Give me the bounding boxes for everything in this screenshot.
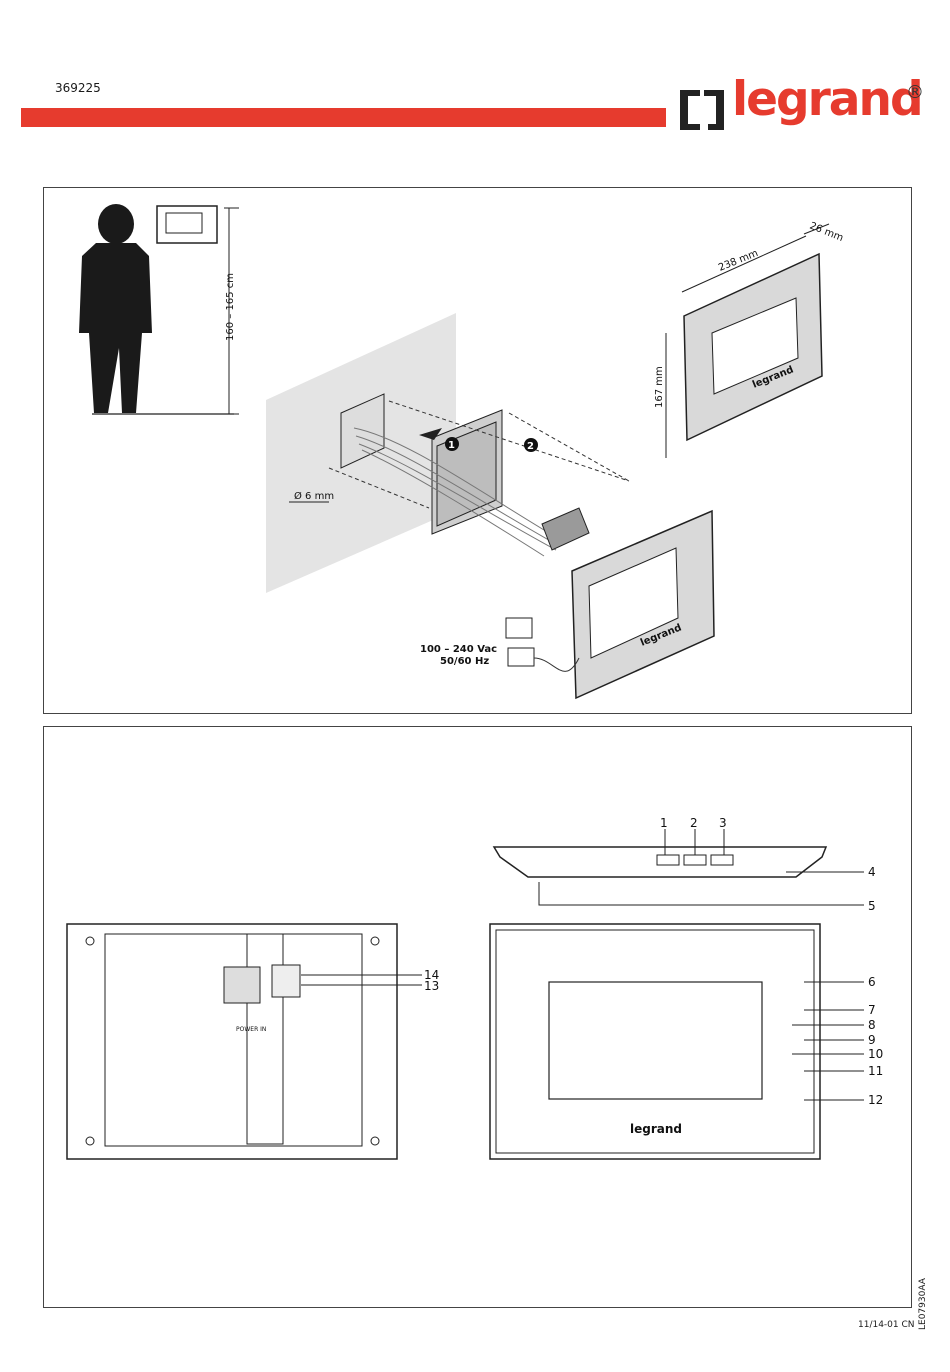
installation-panel: 160 – 165 cm 1 2 Ø 6 mm: [43, 187, 912, 714]
depth-dimension-line: [803, 223, 830, 235]
callout-10: 10: [868, 1047, 883, 1061]
brand-wordmark: legrand: [732, 72, 924, 127]
callout-14: 14: [424, 968, 439, 982]
callout-2: 2: [690, 816, 698, 830]
callout-12: 12: [868, 1093, 883, 1107]
hole-label: Ø 6 mm: [294, 490, 334, 502]
cable-bundle: [353, 427, 557, 557]
callout-4: 4: [868, 865, 876, 879]
height-label: 160 – 165 cm: [225, 273, 236, 341]
power-frequency-label: 50/60 Hz: [440, 656, 489, 667]
monitor-rear-view: POWER IN: [66, 923, 398, 1160]
monitor-top-view: [492, 846, 828, 878]
guide-lines: [328, 400, 630, 509]
monitor-front-feature-view: legrand: [489, 923, 821, 1160]
panel-height-label: 167 mm: [654, 366, 665, 408]
callout-3: 3: [719, 816, 727, 830]
power-supply-icon: [505, 617, 580, 672]
product-code: 369225: [55, 81, 101, 95]
terminal-block-icon: [541, 507, 590, 551]
side-button-callouts: [792, 981, 864, 1101]
screen-area: [548, 981, 763, 1100]
depth-label: 26 mm: [808, 221, 845, 244]
legrand-logo: legrand ®: [676, 72, 926, 144]
monitor-dimension-view: legrand: [683, 252, 823, 442]
callout-8: 8: [868, 1018, 876, 1032]
callout-7: 7: [868, 1003, 876, 1017]
callout-13: 13: [424, 979, 439, 993]
document-date: 11/14-01 CN: [858, 1320, 915, 1330]
power-voltage-label: 100 – 240 Vac: [420, 644, 497, 655]
features-diagram: POWER IN 14 13 1 2 3 4 5: [66, 816, 883, 1160]
callout-9: 9: [868, 1033, 876, 1047]
step-2-marker: [524, 438, 538, 452]
step-2-label: 2: [527, 441, 534, 452]
monitor-front-view: legrand: [571, 509, 715, 700]
callout-5: 5: [868, 899, 876, 913]
header-red-bar: [21, 108, 666, 127]
width-label: 238 mm: [717, 248, 760, 274]
step-1-marker: [445, 437, 459, 451]
arrow-icon: [419, 428, 442, 440]
legrand-logo-mark-icon: [680, 90, 724, 130]
wall-monitor-icon: [156, 205, 218, 244]
installation-diagram: 160 – 165 cm 1 2 Ø 6 mm: [79, 204, 845, 700]
rear-terminal-block: [223, 966, 261, 1004]
person-silhouette-icon: [79, 204, 152, 413]
callout-6: 6: [868, 975, 876, 989]
callout-1: 1: [660, 816, 668, 830]
width-dimension-line: [681, 235, 807, 293]
rear-switch-block: [271, 964, 301, 998]
step-1-label: 1: [448, 440, 455, 451]
registered-mark: ®: [906, 82, 924, 103]
callout-11: 11: [868, 1064, 883, 1078]
document-reference: LE07930AA: [918, 1278, 928, 1330]
features-panel: POWER IN 14 13 1 2 3 4 5: [43, 726, 912, 1308]
power-in-marking: POWER IN: [236, 1026, 266, 1033]
front-brand-label: legrand: [630, 1122, 682, 1136]
